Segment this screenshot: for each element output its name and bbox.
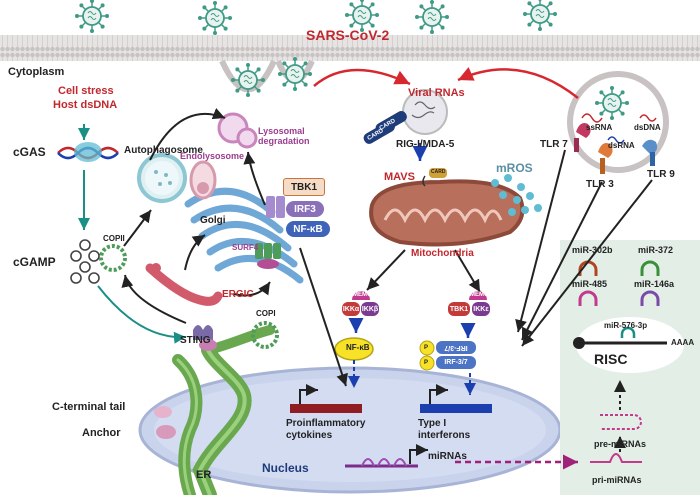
mavs-card-label: CARD xyxy=(431,169,446,175)
ikkb-pill: IKKβ xyxy=(361,302,379,316)
copii-vesicle xyxy=(99,244,127,272)
mir-485-label: miR-485 xyxy=(572,279,608,289)
c-terminal-tail-label: C-terminal tail xyxy=(52,401,126,413)
dsrna-label: dsRNA xyxy=(608,141,635,150)
endolysosome xyxy=(217,112,258,149)
autophagosome xyxy=(137,153,187,203)
surf4-protein xyxy=(255,243,281,269)
autophagosome-label: Autophagosome xyxy=(124,145,203,156)
anchor-shape xyxy=(154,406,176,439)
surf4-label: SURF4 xyxy=(232,243,259,252)
dsdna-label: dsDNA xyxy=(634,123,661,132)
mir-576-label: miR-576-3p xyxy=(604,321,648,330)
fusion-vesicle xyxy=(189,160,217,200)
plasma-membrane xyxy=(0,35,700,61)
mitochondrion xyxy=(369,168,525,247)
er-label: ER xyxy=(196,469,212,481)
nfkb-pill: NF-κB xyxy=(286,221,330,237)
irf37-pill: IRF-3/7 xyxy=(436,356,476,369)
tlr3-label: TLR 3 xyxy=(586,179,614,190)
mavs-label: MAVS xyxy=(384,171,415,183)
mros-dots xyxy=(491,174,542,216)
lysosomal-degradation-label: Lysosomal degradation xyxy=(258,126,310,147)
mirna-gene xyxy=(345,458,418,468)
tlr9-receptor xyxy=(642,139,658,166)
nucleus-label: Nucleus xyxy=(262,461,309,475)
copi-vesicle xyxy=(251,321,279,349)
cgamp-molecule xyxy=(70,239,100,284)
irf37-pill-flipped: IRF-3/7 xyxy=(436,341,476,354)
ikke-pill: IKKε xyxy=(472,302,490,316)
cytoplasm-label: Cytoplasm xyxy=(8,66,65,78)
mirnas-label: miRNAs xyxy=(428,451,467,462)
tbk1-anchor xyxy=(266,196,285,218)
aaaa-label: AAAA xyxy=(671,338,695,347)
tlr7-receptor xyxy=(574,123,591,152)
proinflammatory-gene xyxy=(290,404,362,413)
ergic-label: ERGIC xyxy=(222,289,254,300)
ergic-membrane xyxy=(145,263,223,306)
tlr3-receptor xyxy=(598,143,613,174)
proinflammatory-label: Proinflammatory cytokines xyxy=(286,418,366,441)
tbk1-pill: TBK1 xyxy=(283,178,325,196)
memo-label-right: MEMO xyxy=(470,292,489,298)
golgi-apparatus xyxy=(184,187,304,284)
rig-i-receptor xyxy=(363,89,448,144)
mir-146a-label: miR-146a xyxy=(634,279,675,289)
mir-302b-label: miR-302b xyxy=(572,245,613,255)
tlr7-label: TLR 7 xyxy=(540,139,568,150)
cgamp-label: cGAMP xyxy=(13,255,56,269)
phospho-2 xyxy=(419,355,435,371)
ikka-pill: IKKα xyxy=(342,302,360,316)
host-dsdna-label: Host dsDNA xyxy=(53,99,118,111)
golgi-label: Golgi xyxy=(200,215,226,226)
sting-protein-shape xyxy=(193,325,217,351)
virus-title: SARS-CoV-2 xyxy=(306,27,390,43)
pre-mirnas-label: pre-miRNAs xyxy=(594,439,647,449)
p-label-2: P xyxy=(424,360,429,366)
p-label-1: P xyxy=(424,345,429,351)
cgas-label: cGAS xyxy=(13,145,46,159)
risc-label: RISC xyxy=(594,351,628,367)
tbk1-pill-right: TBK1 xyxy=(448,302,470,316)
dna-helix xyxy=(57,142,119,162)
pre-mirna-hairpin xyxy=(600,414,642,430)
endolysosome-label: Endolysosome xyxy=(180,151,245,161)
mavs-card-domain xyxy=(429,168,447,178)
type1-ifn-label: Type I interferons xyxy=(418,418,471,441)
endoplasmic-reticulum xyxy=(172,325,275,495)
copii-label: COPII xyxy=(103,234,125,243)
pri-mirna-hairpin xyxy=(590,453,642,463)
nfkb-nuclear-label: NF-κB xyxy=(346,343,370,352)
sting-label: STING xyxy=(180,335,211,346)
tlr9-label: TLR 9 xyxy=(647,169,675,180)
interferon-gene xyxy=(420,404,492,413)
pri-mirnas-label: pri-miRNAs xyxy=(592,475,642,485)
copi-label: COPI xyxy=(256,309,276,318)
mros-label: mROS xyxy=(496,161,533,175)
endocytic-vesicles xyxy=(219,56,315,98)
mitochondria-label: Mitochondria xyxy=(411,248,474,259)
cell-stress-label: Cell stress xyxy=(58,85,114,97)
viral-rnas-label: Viral RNAs xyxy=(408,87,465,99)
rig-mda5-label: RIG-I/MDA-5 xyxy=(396,139,455,150)
ssrna-label: ssRNA xyxy=(586,123,613,132)
risc-complex xyxy=(573,317,684,373)
mir-372-label: miR-372 xyxy=(638,245,674,255)
anchor-label: Anchor xyxy=(82,427,121,439)
irf3-pill: IRF3 xyxy=(286,201,324,217)
phospho-1 xyxy=(419,340,435,356)
memo-label-left: MEMO xyxy=(353,292,372,298)
